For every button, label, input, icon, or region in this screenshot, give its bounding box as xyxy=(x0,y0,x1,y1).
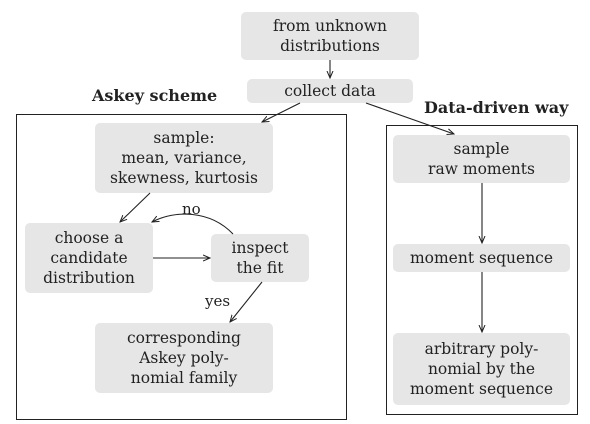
data-driven-frame xyxy=(386,125,578,415)
node-line: raw moments xyxy=(428,160,535,178)
node-line: distributions xyxy=(280,37,380,55)
inspect-the-fit-node: inspect the fit xyxy=(211,234,309,282)
node-line: the fit xyxy=(236,259,284,277)
node-line: nomial family xyxy=(130,369,238,387)
sample-statistics-node: sample: mean, variance, skewness, kurtos… xyxy=(95,123,273,193)
sample-raw-moments-node: sample raw moments xyxy=(393,135,570,183)
edge-sample-stats-to-choose xyxy=(120,192,151,222)
node-line: corresponding xyxy=(127,329,241,347)
askey-polynomial-family-node: corresponding Askey poly- nomial family xyxy=(95,323,273,393)
askey-scheme-frame xyxy=(16,114,347,420)
node-line: choose a xyxy=(54,229,124,247)
node-line: nomial by the xyxy=(427,360,536,378)
node-line: arbitrary poly- xyxy=(424,340,539,358)
node-line: sample xyxy=(453,140,510,158)
node-line: skewness, kurtosis xyxy=(110,169,258,187)
edge-inspect-yes-to-family xyxy=(230,281,263,322)
node-line: moment sequence xyxy=(409,249,554,267)
edge-inspect-no-to-choose xyxy=(152,213,234,235)
data-driven-title: Data-driven way xyxy=(424,98,569,117)
choose-candidate-distribution-node: choose a candidate distribution xyxy=(25,223,153,293)
from-unknown-distributions-node: from unknown distributions xyxy=(241,12,419,60)
node-line: moment sequence xyxy=(409,380,554,398)
node-line: collect data xyxy=(284,82,376,100)
edge-label-yes: yes xyxy=(205,292,231,310)
node-line: Askey poly- xyxy=(139,349,229,367)
node-line: candidate xyxy=(50,249,128,267)
node-line: from unknown xyxy=(272,17,388,35)
arbitrary-polynomial-node: arbitrary poly- nomial by the moment seq… xyxy=(393,333,570,405)
edge-collect-to-sample-stats xyxy=(262,102,301,122)
moment-sequence-node: moment sequence xyxy=(393,244,570,272)
node-line: mean, variance, xyxy=(121,149,247,167)
edge-collect-to-sample-raw xyxy=(365,102,454,134)
node-line: distribution xyxy=(43,269,135,287)
edge-label-no: no xyxy=(182,200,201,218)
askey-scheme-title: Askey scheme xyxy=(92,86,218,105)
collect-data-node: collect data xyxy=(247,79,413,103)
node-line: sample: xyxy=(153,129,215,147)
node-line: inspect xyxy=(231,239,289,257)
